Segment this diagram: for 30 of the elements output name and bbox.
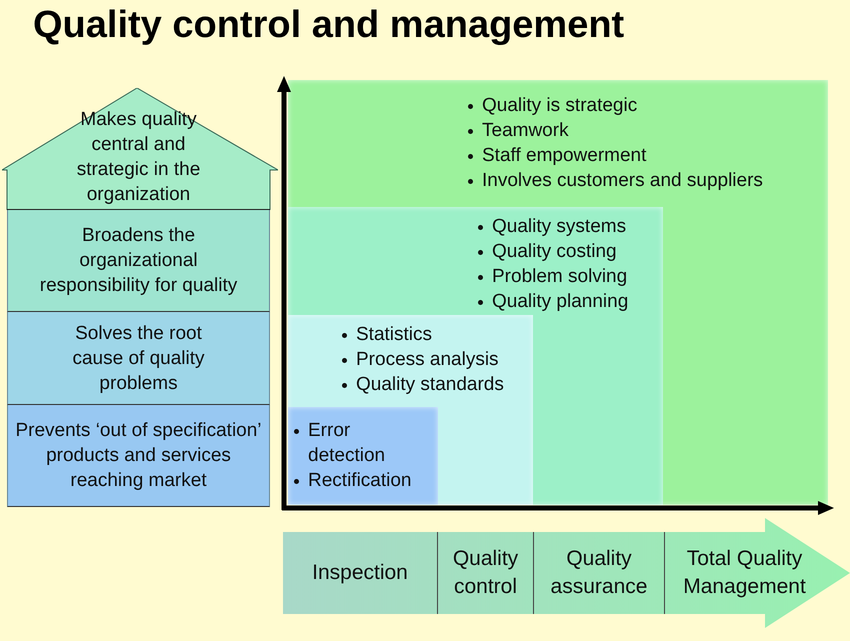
bullet-text: Teamwork [482, 119, 569, 143]
bullet-text: Quality standards [356, 373, 504, 397]
bullet-text: Quality costing [492, 240, 617, 264]
band-text: Solves the root cause of quality problems [71, 322, 206, 396]
house-band [7, 210, 270, 312]
stage-label: Total Quality Management [682, 546, 807, 600]
band-text: Prevents ‘out of specification’ products and services reaching market [14, 419, 263, 493]
bullet-text: Rectification [308, 469, 412, 493]
bullet-text: Error detection [308, 419, 386, 468]
bullet-text: Involves customers and suppliers [482, 169, 763, 193]
bullet-text: Process analysis [356, 348, 499, 372]
bullet-text: Quality systems [492, 215, 626, 239]
title: Quality control and management [33, 3, 624, 48]
bullet-text: Quality is strategic [482, 94, 638, 118]
stage-box [288, 315, 533, 505]
band-text: Makes quality central and strategic in the organization [76, 108, 202, 207]
bullet-text: Quality planning [492, 290, 628, 314]
house-band [7, 405, 270, 507]
bullet-text: Problem solving [492, 265, 628, 289]
stage-label: Quality assurance [550, 546, 648, 600]
bullet-text: Staff empowerment [482, 144, 646, 168]
band-text: Broadens the organizational responsibility for quality [38, 224, 238, 298]
stage-box [288, 407, 438, 505]
stage-box [288, 207, 663, 505]
stage-label: Inspection [312, 560, 408, 586]
house-band [7, 312, 270, 405]
stage-box [288, 80, 828, 505]
house-roof-band [2, 88, 278, 210]
stage-label: Quality control [452, 546, 520, 600]
bullet-text: Statistics [356, 323, 432, 347]
